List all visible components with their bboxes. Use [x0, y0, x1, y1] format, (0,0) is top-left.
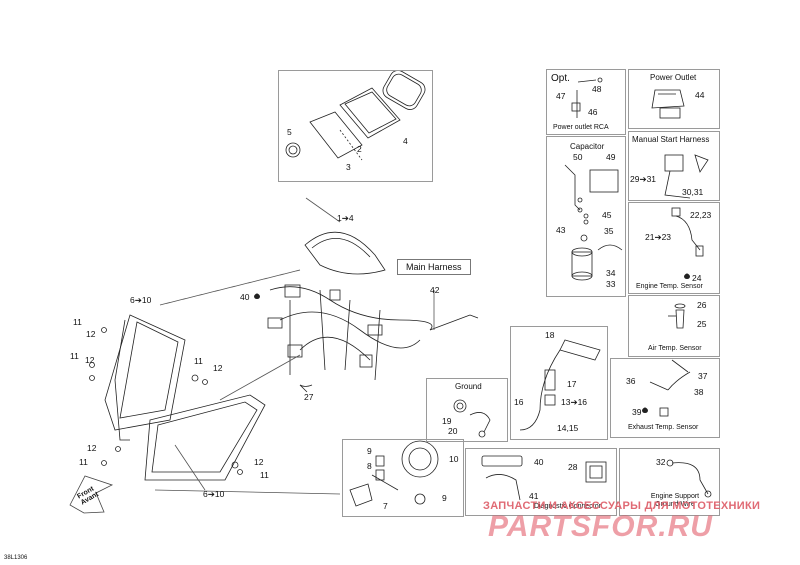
watermark-line1: ЗАПЧАСТИ И АКСЕССУАРЫ ДЛЯ МОТОТЕХНИКИ — [483, 500, 761, 512]
sensor-part-13-16: 13➔16 — [561, 397, 588, 407]
engine-support-title: Engine Support Ground Wire — [650, 493, 700, 508]
engine-support-part-32: 32 — [656, 457, 666, 467]
bulb-part-8: 8 — [367, 461, 372, 471]
air-temp-title: Air Temp. Sensor — [648, 345, 702, 352]
part-40: 40 — [240, 292, 250, 302]
part-6-10-bottom: 6➔10 — [203, 489, 225, 499]
power-outlet-part-44: 44 — [695, 90, 705, 100]
capacitor-part-45: 45 — [602, 210, 612, 220]
main-harness-label: Main Harness — [397, 259, 471, 275]
ground-part-19: 19 — [442, 416, 452, 426]
ground-part-20: 20 — [448, 426, 458, 436]
part-6-10-top: 6➔10 — [130, 295, 152, 305]
power-outlet-box — [628, 69, 720, 129]
exhaust-temp-title: Exhaust Temp. Sensor — [628, 424, 699, 431]
opt-part-48: 48 — [592, 84, 602, 94]
capacitor-part-50: 50 — [573, 152, 583, 162]
part-2: 2 — [357, 144, 362, 154]
diag-connector-box — [465, 448, 617, 516]
part-5: 5 — [287, 127, 292, 137]
sensor-part-18: 18 — [545, 330, 555, 340]
engine-temp-part-22-23: 22,23 — [690, 210, 712, 220]
part-3: 3 — [346, 162, 351, 172]
part-11-e: 11 — [260, 470, 269, 480]
bulb-part-10: 10 — [449, 454, 459, 464]
part-11-a: 11 — [73, 317, 82, 327]
part-12-e: 12 — [254, 457, 264, 467]
air-temp-part-26: 26 — [697, 300, 707, 310]
part-11-c: 11 — [194, 356, 203, 366]
sensor-assembly-box — [510, 326, 608, 440]
capacitor-part-34: 34 — [606, 268, 616, 278]
diag-part-28: 28 — [568, 462, 578, 472]
capacitor-part-43: 43 — [556, 225, 566, 235]
capacitor-part-33: 33 — [606, 279, 616, 289]
capacitor-part-35: 35 — [604, 226, 614, 236]
capacitor-part-49: 49 — [606, 152, 616, 162]
opt-caption: Power outlet RCA — [553, 124, 609, 131]
part-12-d: 12 — [87, 443, 97, 453]
sensor-part-16: 16 — [514, 397, 524, 407]
engine-temp-part-21-23: 21➔23 — [645, 232, 672, 242]
bulb-box — [342, 439, 464, 517]
opt-box — [546, 69, 626, 135]
exhaust-temp-part-39: 39 — [632, 407, 642, 417]
part-1-4: 1➔4 — [337, 213, 354, 223]
opt-part-47: 47 — [556, 91, 566, 101]
engine-temp-part-24: 24 — [692, 273, 702, 283]
ground-box — [426, 378, 508, 442]
opt-title: Opt. — [551, 73, 570, 84]
diagram-ref: 38L1306 — [4, 555, 28, 561]
diag-part-41: 41 — [529, 491, 539, 501]
manual-start-box — [628, 131, 720, 201]
part-11-d: 11 — [79, 457, 88, 467]
bulb-part-9b: 9 — [442, 493, 447, 503]
part-11-b: 11 — [70, 351, 79, 361]
part-42: 42 — [430, 285, 440, 295]
capacitor-title: Capacitor — [570, 142, 605, 151]
engine-temp-box — [628, 202, 720, 294]
part-12-a: 12 — [86, 329, 96, 339]
manual-start-part-30-31: 30,31 — [682, 187, 704, 197]
part-12-c: 12 — [213, 363, 223, 373]
engine-support-box — [619, 448, 720, 516]
opt-part-46: 46 — [588, 107, 598, 117]
engine-temp-title: Engine Temp. Sensor — [636, 283, 703, 290]
ground-title: Ground — [455, 382, 482, 391]
power-outlet-title: Power Outlet — [650, 73, 697, 82]
part-27: 27 — [304, 392, 314, 402]
exhaust-temp-part-38: 38 — [694, 387, 704, 397]
air-temp-part-25: 25 — [697, 319, 707, 329]
part-12-b: 12 — [85, 355, 95, 365]
sensor-part-17: 17 — [567, 379, 577, 389]
diag-part-40: 40 — [534, 457, 544, 467]
exhaust-temp-box — [610, 358, 720, 438]
sensor-part-14-15: 14,15 — [557, 423, 579, 433]
bulb-part-9a: 9 — [367, 446, 372, 456]
capacitor-box — [546, 136, 626, 297]
cluster-box — [278, 70, 433, 182]
manual-start-part-29-31: 29➔31 — [630, 174, 657, 184]
watermark-logo: PARTSFOR.RU — [488, 510, 713, 543]
exhaust-temp-part-36: 36 — [626, 376, 636, 386]
diag-title: Diagnostic Connector — [534, 503, 601, 510]
part-4: 4 — [403, 136, 408, 146]
bulb-part-7: 7 — [383, 501, 388, 511]
exhaust-temp-part-37: 37 — [698, 371, 708, 381]
air-temp-box — [628, 295, 720, 357]
manual-start-title: Manual Start Harness — [632, 135, 710, 144]
